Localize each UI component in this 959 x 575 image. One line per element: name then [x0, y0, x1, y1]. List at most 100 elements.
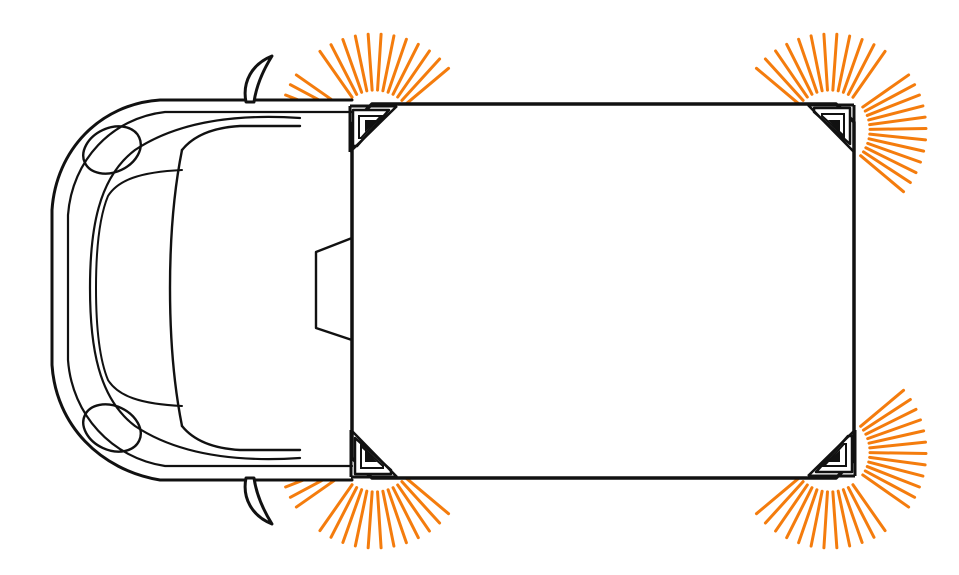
beam-ray [831, 32, 839, 92]
beam-ray [341, 38, 364, 94]
beam-ray [404, 476, 451, 516]
beam-ray [376, 32, 383, 92]
beam-ray [867, 104, 925, 122]
beam-ray [863, 469, 917, 499]
beam-ray [865, 93, 921, 117]
beam-ray [836, 489, 852, 548]
beam-ray [861, 73, 911, 109]
housing-edge-diagonal [349, 105, 398, 153]
beam-ray [867, 460, 925, 478]
beam-ray [846, 486, 876, 539]
beam-ray [381, 34, 396, 93]
beam-ray [785, 486, 814, 540]
beam-ray [386, 37, 408, 94]
beam-rear-right [754, 388, 928, 550]
beam-ray [864, 407, 918, 436]
beam-ray [754, 66, 801, 106]
beam-ray [396, 483, 431, 533]
cargo-box-outline [350, 102, 856, 480]
light-lens [365, 450, 377, 462]
beam-ray [391, 42, 420, 96]
beam-ray [861, 473, 911, 509]
beam-ray [864, 146, 918, 175]
beam-ray [396, 49, 431, 99]
light-housing-front-left [348, 104, 398, 153]
beam-ray [868, 451, 928, 456]
beam-ray [386, 488, 408, 545]
headlight-left [82, 125, 142, 175]
housing-edge-diagonal [350, 429, 398, 478]
cab-inner-outline [66, 110, 354, 468]
beam-ray [376, 490, 383, 550]
light-lens [828, 450, 840, 462]
beam-ray [353, 489, 369, 548]
beam-ray [841, 38, 864, 94]
beam-ray [865, 465, 921, 489]
beam-ray [861, 150, 912, 185]
beam-ray [822, 490, 829, 550]
beam-ray [859, 154, 906, 194]
beam-ray [404, 66, 451, 106]
light-lens [365, 120, 377, 132]
beam-ray [851, 49, 887, 99]
housing-edge-diagonal [807, 429, 856, 477]
beam-ray [391, 486, 420, 540]
light-housing-rear-left [349, 429, 398, 479]
beam-ray [341, 488, 364, 544]
beam-ray [836, 34, 852, 93]
light-housing-rear-right [807, 429, 857, 478]
mirror-left [243, 54, 274, 104]
beam-ray [797, 37, 819, 94]
beam-ray [400, 57, 442, 102]
beam-ray [797, 488, 819, 545]
beam-ray [785, 42, 814, 96]
beam-ray [859, 388, 906, 428]
beam-ray [846, 43, 876, 96]
beam-ray [866, 141, 922, 164]
beam-ray [861, 397, 912, 432]
beam-ray [329, 43, 359, 96]
mirror-right [243, 476, 274, 526]
beam-front-right [754, 32, 928, 194]
beam-ray [868, 455, 927, 467]
beam-ray [868, 126, 928, 131]
light-lens [828, 120, 840, 132]
beam-ray [774, 49, 809, 99]
beam-ray [868, 115, 927, 127]
cargo-box [350, 102, 856, 480]
dashboard-outline [95, 169, 183, 407]
beam-ray [868, 132, 927, 142]
beam-ray [763, 57, 805, 102]
housing-edge-diagonal [807, 104, 855, 153]
beam-ray [366, 490, 374, 550]
beam-ray [822, 32, 829, 92]
cab-box-connector [314, 236, 354, 342]
beam-ray [841, 488, 864, 544]
beam-ray [774, 483, 809, 533]
beam-ray [318, 49, 354, 99]
beam-ray [831, 490, 839, 550]
beam-ray [400, 480, 442, 525]
beam-ray [868, 440, 927, 450]
beam-ray [754, 476, 801, 516]
light-housings [348, 103, 857, 479]
vehicle-cab [50, 54, 354, 526]
beam-ray [867, 137, 926, 153]
headlight-right [82, 403, 142, 453]
windshield [168, 148, 184, 428]
light-housing-front-right [807, 103, 856, 153]
hood-outline [88, 115, 302, 461]
beam-ray [867, 429, 926, 445]
beam-ray [329, 486, 359, 539]
cab-outer-outline [50, 98, 354, 482]
beam-ray [809, 34, 824, 93]
roof-outline [180, 124, 302, 452]
beam-ray [381, 489, 396, 548]
beam-ray [809, 489, 824, 548]
beam-ray [866, 418, 922, 441]
beam-ray [851, 483, 887, 533]
beam-ray [763, 480, 805, 525]
beam-ray [353, 34, 369, 93]
